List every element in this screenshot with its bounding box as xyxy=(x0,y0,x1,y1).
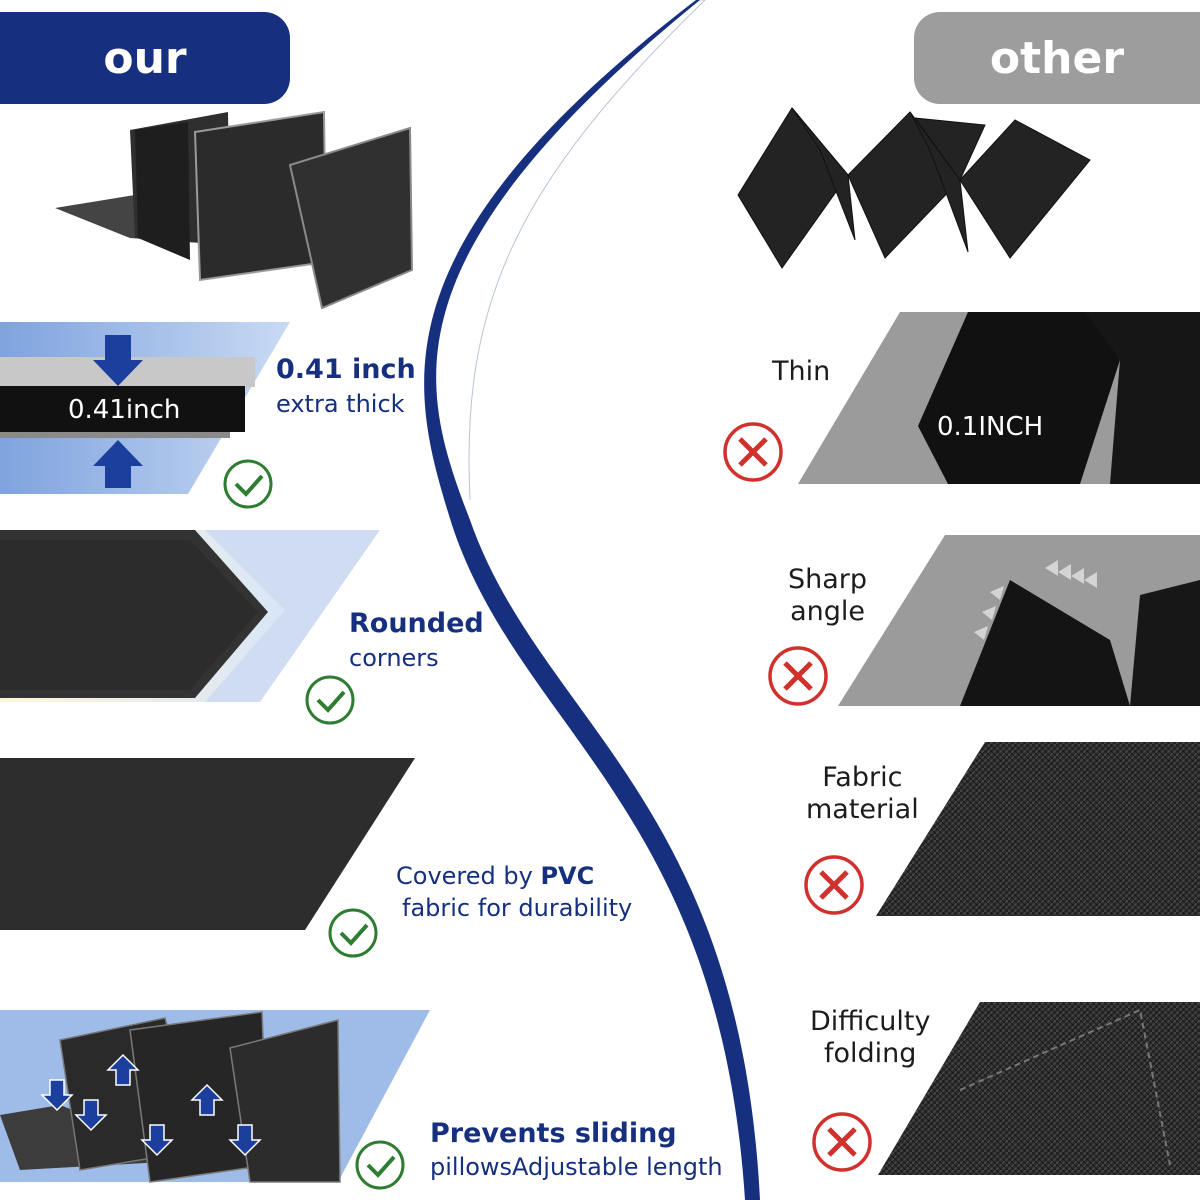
thin-panel-image xyxy=(798,312,1200,484)
pvc-subtitle: fabric for durability xyxy=(402,894,633,922)
thin-title: Thin xyxy=(772,356,831,387)
cross-icon xyxy=(768,646,828,706)
other-header: other xyxy=(914,12,1200,104)
cross-icon xyxy=(723,422,783,482)
our-folded-mat-image xyxy=(55,110,414,310)
sharp-angle-title: Sharp angle xyxy=(788,564,868,627)
divider-curve xyxy=(424,0,760,1200)
thickness-subtitle: extra thick xyxy=(276,390,405,418)
thin-badge: 0.1INCH xyxy=(937,412,1044,442)
difficulty-title: Difficulty folding xyxy=(810,1006,931,1069)
check-icon xyxy=(223,459,273,509)
fabric-panel-image xyxy=(876,742,1200,916)
sliding-subtitle: pillowsAdjustable length xyxy=(430,1153,723,1181)
rounded-subtitle: corners xyxy=(349,644,439,672)
pvc-title-prefix: Covered by xyxy=(396,862,541,890)
thickness-title: 0.41 inch xyxy=(276,354,416,385)
check-icon xyxy=(355,1140,405,1190)
check-icon xyxy=(328,908,378,958)
cross-icon xyxy=(812,1112,872,1172)
our-header: our xyxy=(0,12,290,104)
pvc-title-bold: PVC xyxy=(540,862,595,890)
other-folded-mat-image xyxy=(737,107,1091,269)
rounded-title: Rounded xyxy=(349,608,484,639)
sliding-panel-image xyxy=(0,1010,430,1183)
difficulty-folding-panel-image xyxy=(878,1002,1200,1175)
thickness-badge: 0.41inch xyxy=(68,395,181,425)
sharp-angle-panel-image xyxy=(838,535,1200,706)
thickness-panel-image xyxy=(0,322,290,494)
pvc-title: Covered by PVC xyxy=(396,862,594,890)
cross-icon xyxy=(804,855,864,915)
check-icon xyxy=(305,675,355,725)
fabric-title: Fabric material xyxy=(806,762,919,825)
sliding-title: Prevents sliding xyxy=(430,1118,677,1149)
rounded-corner-panel-image xyxy=(0,530,380,702)
pvc-panel-image xyxy=(0,758,415,930)
